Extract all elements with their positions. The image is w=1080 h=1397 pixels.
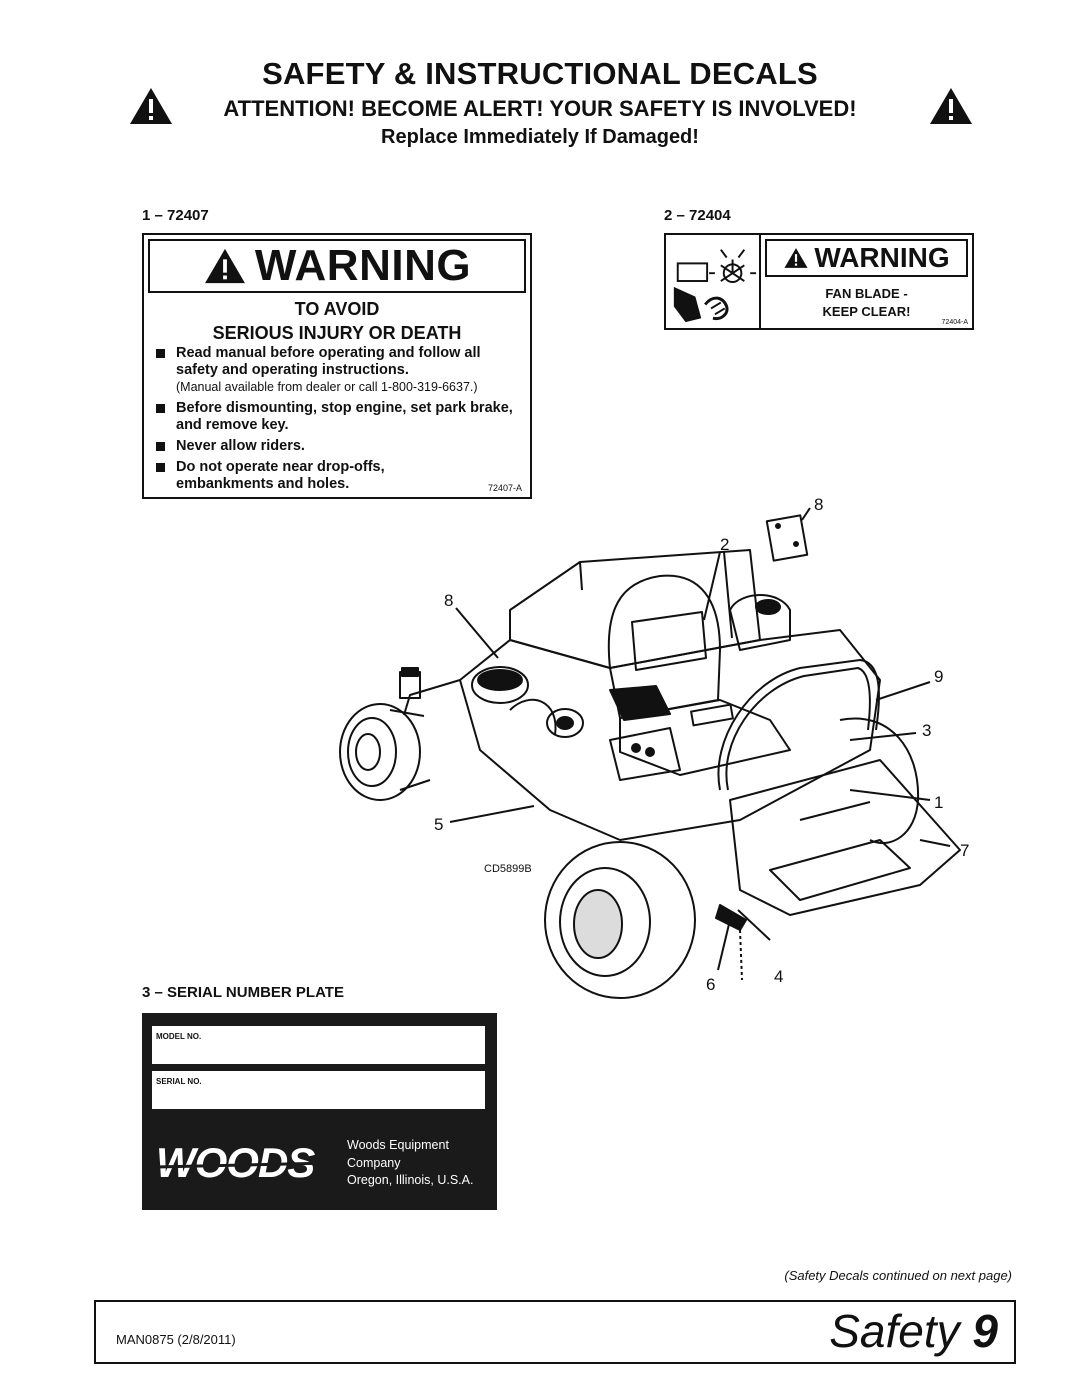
avoid-line1: TO AVOID: [294, 299, 380, 319]
bullet-square-icon: [156, 442, 165, 451]
page-title: SAFETY & INSTRUCTIONAL DECALS: [262, 56, 818, 91]
manual-note: (Manual available from dealer or call 1-…: [176, 380, 478, 394]
bullet-square-icon: [156, 404, 165, 413]
warning-banner: WARNING: [148, 239, 526, 293]
decal-72407: WARNING TO AVOID SERIOUS INJURY OR DEATH…: [142, 233, 532, 499]
model-field: MODEL NO.: [152, 1026, 485, 1064]
warning-text: WARNING: [814, 242, 950, 273]
document-id: MAN0875 (2/8/2011): [116, 1332, 236, 1347]
callout-label: 8: [444, 591, 453, 610]
company-line: Woods Equipment: [347, 1138, 449, 1152]
callout-label: 6: [706, 975, 715, 994]
model-label: MODEL NO.: [156, 1032, 202, 1041]
company-line: Oregon, Illinois, U.S.A.: [347, 1173, 474, 1187]
list-item: Before dismounting, stop engine, set par…: [154, 400, 520, 434]
callout-label: 2: [720, 535, 729, 554]
serial-label: SERIAL NO.: [156, 1077, 202, 1086]
fan-line1: FAN BLADE -: [825, 286, 908, 301]
section-name: Safety: [829, 1305, 960, 1357]
continued-note: (Safety Decals continued on next page): [784, 1268, 1012, 1283]
attention-heading: ATTENTION! BECOME ALERT! YOUR SAFETY IS …: [223, 96, 857, 121]
fan-blade-text: FAN BLADE - KEEP CLEAR!: [761, 285, 972, 321]
list-item: Do not operate near drop-offs, embankmen…: [154, 459, 520, 493]
warning-text: WARNING: [254, 241, 472, 290]
warning-triangle-icon: [130, 88, 172, 124]
decal2-label: 2 – 72404: [664, 207, 731, 224]
fan-line2: KEEP CLEAR!: [822, 304, 911, 319]
callout-label: 9: [934, 667, 943, 686]
serial-number-plate: MODEL NO. SERIAL NO. WOODS Woods Equipme…: [142, 1013, 497, 1210]
bullet-square-icon: [156, 463, 165, 472]
bullet-square-icon: [156, 349, 165, 358]
callout-label: 7: [960, 841, 969, 860]
page-footer: MAN0875 (2/8/2011) Safety 9: [94, 1300, 1016, 1364]
woods-logo: WOODS: [156, 1139, 333, 1186]
company-info: Woods Equipment Company Oregon, Illinois…: [347, 1137, 473, 1190]
warning-banner: WARNING: [765, 239, 968, 277]
replace-subheading: Replace Immediately If Damaged!: [381, 126, 699, 148]
list-item: Read manual before operating and follow …: [154, 345, 520, 396]
page-number: 9: [972, 1305, 998, 1357]
warning-list: Read manual before operating and follow …: [154, 345, 520, 497]
warning-triangle-icon: [204, 248, 245, 284]
avoid-line2: SERIOUS INJURY OR DEATH: [212, 323, 462, 343]
mower-illustration: 8 2 8 9 3 1 7 5 6 4 CD5899B: [339, 495, 969, 999]
decal-code: 72407-A: [487, 483, 522, 493]
avoid-heading: TO AVOID SERIOUS INJURY OR DEATH: [144, 297, 530, 345]
plate-label: 3 – SERIAL NUMBER PLATE: [142, 984, 344, 1001]
company-line: Company: [347, 1155, 401, 1170]
warning-triangle-icon: [784, 248, 808, 268]
callout-label: 4: [774, 967, 783, 986]
drawing-code: CD5899B: [484, 863, 532, 875]
callout-label: 5: [434, 815, 443, 834]
warning-triangle-icon: [930, 88, 972, 124]
fan-blade-hand-icon: [673, 235, 761, 328]
serial-field: SERIAL NO.: [152, 1071, 485, 1109]
decal-72404: WARNING FAN BLADE - KEEP CLEAR! 72404-A: [664, 233, 974, 330]
callout-label: 3: [922, 721, 931, 740]
decal1-label: 1 – 72407: [142, 207, 209, 224]
decal-code: 72404-A: [941, 319, 968, 326]
section-page: Safety 9: [829, 1304, 998, 1358]
callout-label: 8: [814, 495, 823, 514]
callout-label: 1: [934, 793, 943, 812]
list-item: Never allow riders.: [154, 438, 520, 455]
